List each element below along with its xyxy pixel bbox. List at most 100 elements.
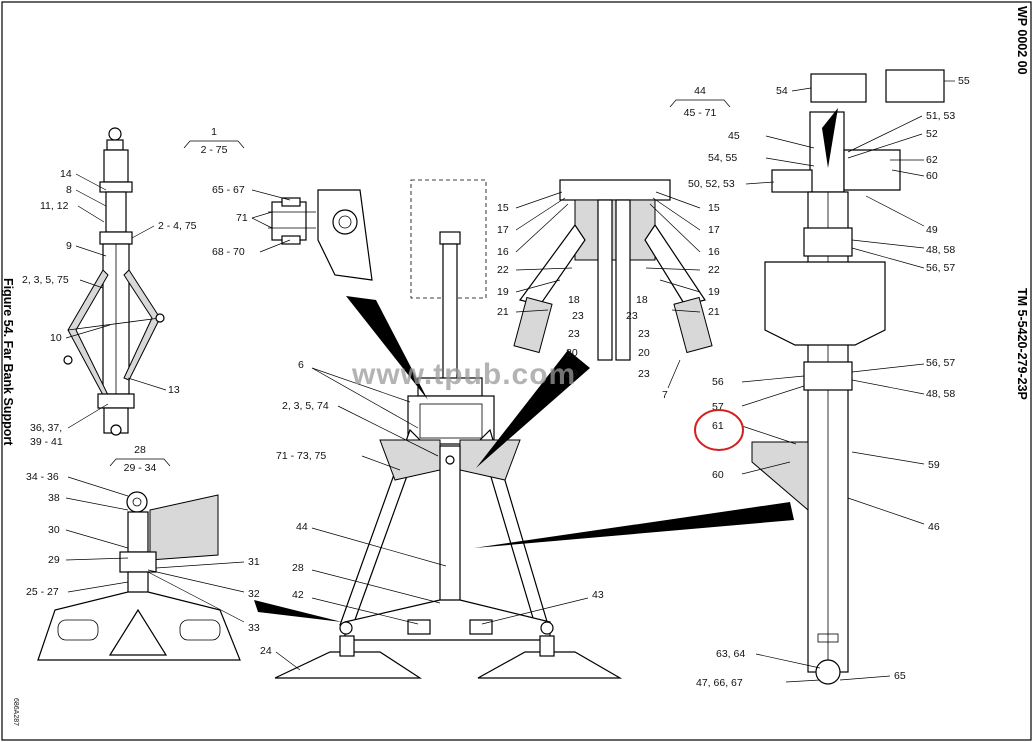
callout: 23: [626, 310, 638, 322]
callout: 71: [236, 212, 248, 224]
left-side-view: [63, 127, 165, 436]
callout: 60: [712, 469, 724, 481]
callout-labels: 14 8 11, 12 2 - 4, 75 9 2, 3, 5, 75 10 1…: [22, 75, 970, 689]
detail-ref-1: 1 2 - 75: [183, 126, 245, 156]
leader-lines: [65, 80, 955, 683]
pointer-wedge: [346, 296, 428, 400]
detail-ref-28: 28 29 - 34: [109, 444, 171, 474]
callout: 22: [497, 264, 509, 276]
ref-number: 28: [134, 444, 146, 456]
callout: 56, 57: [926, 262, 955, 274]
callout: 65 - 67: [212, 184, 245, 196]
callout: 17: [497, 224, 509, 236]
callout: 45: [728, 130, 740, 142]
ref-number: 44: [694, 85, 706, 97]
callout: 21: [708, 306, 720, 318]
callout: 38: [48, 492, 60, 504]
callout: 2 - 4, 75: [158, 220, 197, 232]
right-column-view: [751, 69, 945, 685]
callout: 68 - 70: [212, 246, 245, 258]
callout: 43: [592, 589, 604, 601]
callout: 60: [926, 170, 938, 182]
callout: 21: [497, 306, 509, 318]
callout: 32: [248, 588, 260, 600]
ref-range: 29 - 34: [124, 462, 157, 474]
ref-range: 45 - 71: [684, 107, 717, 119]
callout: 17: [708, 224, 720, 236]
callout: 47, 66, 67: [696, 677, 743, 689]
callout: 30: [48, 524, 60, 536]
callout: 36, 37,: [30, 422, 62, 434]
callout: 61: [712, 420, 724, 432]
callout: 23: [572, 310, 584, 322]
pointer-wedge: [822, 108, 838, 168]
callout: 63, 64: [716, 648, 745, 660]
callout: 23: [568, 328, 580, 340]
callout: 46: [928, 521, 940, 533]
callout: 10: [50, 332, 62, 344]
callout: 18: [636, 294, 648, 306]
callout: 56: [712, 376, 724, 388]
callout: 19: [708, 286, 720, 298]
callout: 54, 55: [708, 152, 737, 164]
center-a-frame: [274, 231, 623, 679]
callout: 54: [776, 85, 788, 97]
callout: 49: [926, 224, 938, 236]
callout: 24: [260, 645, 272, 657]
callout: 57: [712, 401, 724, 413]
drawing-id: 686A287: [12, 698, 19, 726]
callout: 25 - 27: [26, 586, 59, 598]
callout: 71 - 73, 75: [276, 450, 326, 462]
figure-title: Figure 54. Far Bank Support: [1, 278, 15, 446]
callout: 23: [566, 368, 578, 380]
detail-ref-44: 44 45 - 71: [669, 85, 731, 119]
callout: 11, 12: [40, 200, 69, 212]
callout: 42: [292, 589, 304, 601]
pointer-wedge: [474, 502, 794, 548]
pointer-wedge: [476, 350, 590, 468]
callout: 44: [296, 521, 308, 533]
technical-manual-number: TM 5-5420-279-23P: [1015, 288, 1029, 400]
callout: 59: [928, 459, 940, 471]
callout: 56, 57: [926, 357, 955, 369]
hydraulic-detail: [513, 179, 713, 361]
callout: 48, 58: [926, 244, 955, 256]
clevis-detail: [268, 189, 373, 281]
callout: 39 - 41: [30, 436, 63, 448]
callout: 65: [894, 670, 906, 682]
callout: 31: [248, 556, 260, 568]
callout: 9: [66, 240, 72, 252]
callout: 52: [926, 128, 938, 140]
callout: 16: [708, 246, 720, 258]
callout: 55: [958, 75, 970, 87]
callout: 48, 58: [926, 388, 955, 400]
callout: 15: [497, 202, 509, 214]
callout: 34 - 36: [26, 471, 59, 483]
callout: 33: [248, 622, 260, 634]
callout: 16: [497, 246, 509, 258]
callout: 7: [662, 389, 668, 401]
work-package-number: WP 0002 00: [1015, 6, 1029, 75]
callout: 51, 53: [926, 110, 955, 122]
callout: 22: [708, 264, 720, 276]
ref-range: 2 - 75: [201, 144, 228, 156]
callout: 29: [48, 554, 60, 566]
callout: 13: [168, 384, 180, 396]
callout: 50, 52, 53: [688, 178, 735, 190]
callout: 23: [638, 368, 650, 380]
callout: 8: [66, 184, 72, 196]
dashed-outline: [410, 179, 487, 299]
callout: 18: [568, 294, 580, 306]
callout: 20: [638, 347, 650, 359]
bottom-left-detail: [37, 491, 241, 661]
watermark-text: www.tpub.com: [351, 358, 576, 391]
callout: 15: [708, 202, 720, 214]
callout: 23: [638, 328, 650, 340]
ref-number: 1: [211, 126, 217, 138]
callout: 62: [926, 154, 938, 166]
pointer-wedge: [254, 600, 342, 622]
callout: 19: [497, 286, 509, 298]
